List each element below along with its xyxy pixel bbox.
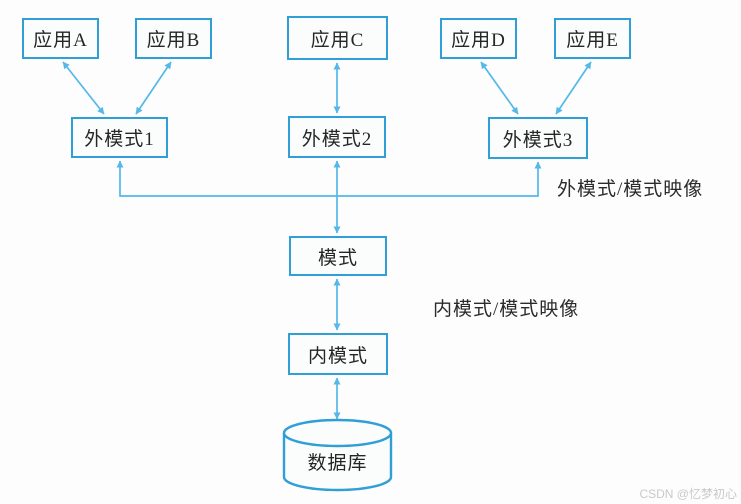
bus-ext1-ext3-schema [116, 160, 542, 197]
node-database-label: 数据库 [307, 453, 368, 474]
node-application-d-label: 应用D [451, 30, 506, 51]
label-external-schema-mapping: 外模式/模式映像 [557, 179, 704, 200]
node-application-a-label: 应用A [33, 30, 88, 51]
node-schema: 模式 [289, 236, 387, 276]
node-application-e-label: 应用E [566, 30, 619, 51]
node-application-a: 应用A [22, 18, 99, 59]
node-external-schema-3: 外模式3 [488, 117, 588, 159]
database-cylinder-top [282, 418, 393, 448]
arrow-appB-ext1 [135, 61, 172, 115]
node-application-c-label: 应用C [310, 29, 365, 51]
arrow-appD-ext3 [480, 61, 519, 115]
node-internal-schema-label: 内模式 [307, 345, 368, 367]
node-application-d: 应用D [440, 18, 517, 59]
node-application-c: 应用C [287, 16, 388, 60]
node-application-e: 应用E [554, 18, 631, 59]
node-external-schema-1-label: 外模式1 [84, 129, 155, 150]
node-external-schema-3-label: 外模式3 [502, 129, 574, 151]
node-external-schema-1: 外模式1 [71, 117, 168, 158]
node-external-schema-2-label: 外模式2 [301, 128, 373, 150]
database-cylinder-body [282, 433, 393, 492]
node-schema-label: 模式 [317, 247, 358, 269]
arrow-appE-ext3 [555, 61, 592, 115]
node-application-b-label: 应用B [146, 30, 201, 51]
label-internal-schema-mapping: 内模式/模式映像 [433, 299, 580, 320]
node-application-b: 应用B [135, 18, 212, 59]
node-internal-schema: 内模式 [288, 333, 388, 375]
arrow-appA-ext1 [62, 61, 105, 115]
watermark-text: CSDN @忆梦初心 [639, 487, 737, 501]
node-external-schema-2: 外模式2 [288, 116, 386, 158]
